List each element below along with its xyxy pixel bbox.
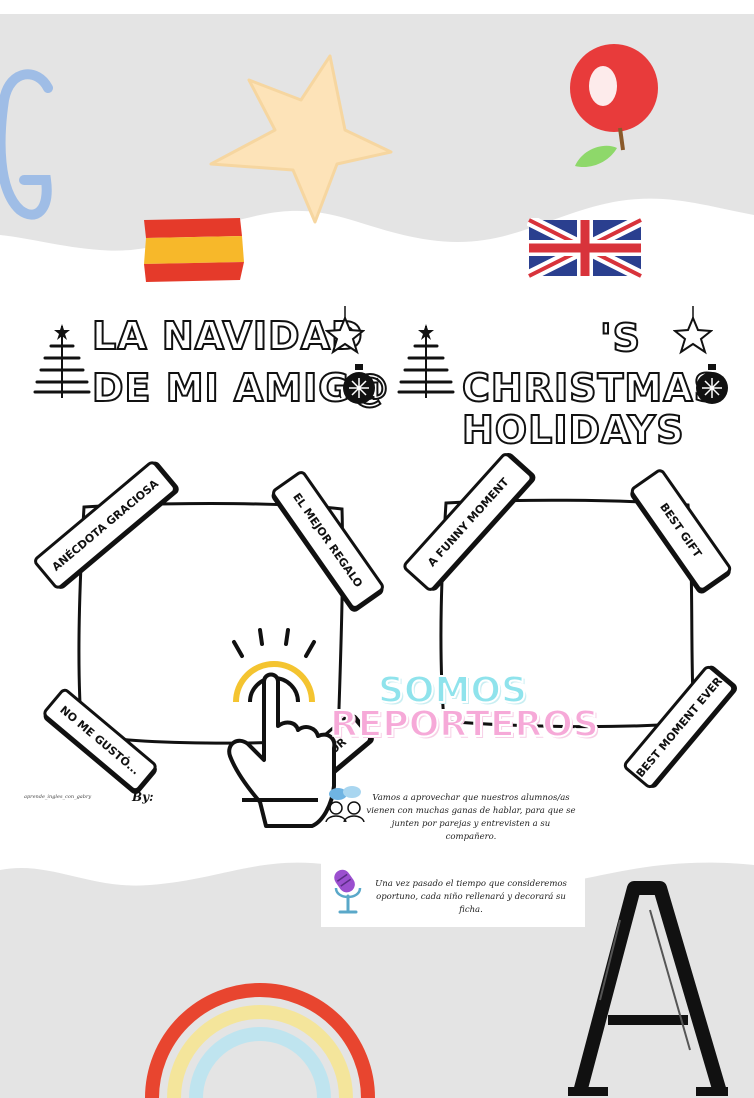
overlay-title-reporteros: REPORTEROS — [329, 704, 600, 745]
spain-flag-icon — [144, 218, 244, 282]
star-ornament-icon — [673, 306, 713, 355]
bauble-icon — [696, 364, 728, 404]
chat-people-icon — [325, 786, 365, 822]
star-icon — [209, 54, 393, 224]
overlay-title-somos: SOMOS — [377, 670, 528, 711]
pointing-hand-icon — [227, 628, 337, 828]
christmas-tree-icon — [397, 324, 455, 398]
left-title-line1: LA NAVIDAD — [91, 314, 364, 358]
right-title-line2: CHRISTMAS — [461, 366, 722, 410]
by-label: By: — [132, 790, 154, 804]
overlay-paragraph-1: Vamos a aprovechar que nuestros alumnos/… — [366, 793, 576, 842]
left-title-line2: DE MI AMIG@ — [91, 366, 390, 410]
christmas-tree-icon — [33, 324, 91, 398]
uk-flag-icon — [527, 218, 643, 278]
bauble-icon — [338, 364, 380, 404]
star-ornament-icon — [325, 306, 365, 355]
microphone-icon — [334, 869, 362, 914]
note-box — [321, 847, 585, 927]
apple-icon — [570, 44, 658, 168]
letter-a-icon — [568, 881, 728, 1096]
top-wave-band — [0, 0, 754, 251]
right-title-line1: 'S — [599, 316, 642, 360]
letter-g-icon — [0, 69, 53, 220]
right-title-line3: HOLIDAYS — [461, 408, 685, 452]
overlay-paragraph-2: Una vez pasado el tiempo que consideremo… — [375, 879, 567, 915]
credit-text: aprende_ingles_con_gabry — [24, 794, 92, 800]
rainbow-icon — [145, 983, 375, 1098]
